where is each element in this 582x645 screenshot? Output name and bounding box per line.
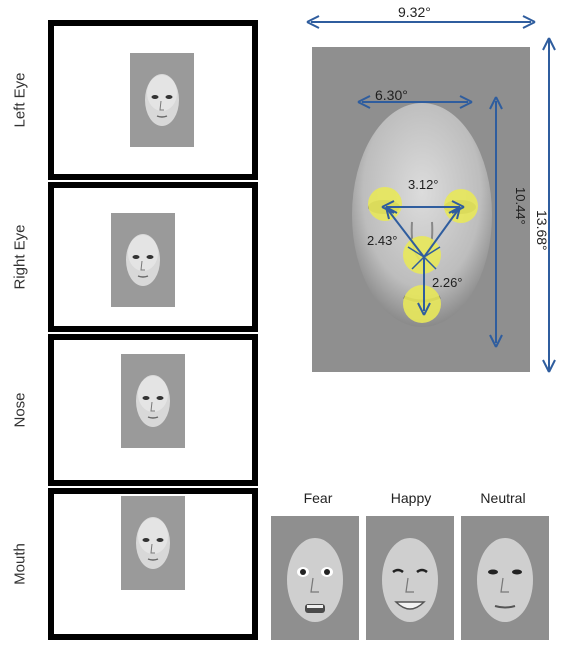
face-stimulus [111, 213, 175, 307]
expression-label-happy: Happy [366, 490, 456, 506]
eye-to-nose-label: 2.43° [367, 233, 398, 248]
expression-label-neutral: Neutral [458, 490, 548, 506]
stimulus-width-label: 9.32° [398, 4, 431, 20]
stimulus-height-arrow [540, 36, 558, 376]
roi-left-eye [368, 187, 402, 221]
expression-label-fear: Fear [273, 490, 363, 506]
face-stimulus [121, 354, 185, 448]
condition-label-mouth: Mouth [0, 488, 40, 640]
roi-mouth [403, 285, 441, 323]
nose-to-mouth-label: 2.26° [432, 275, 463, 290]
face-stimulus [121, 496, 185, 590]
expression-face-fear [271, 516, 359, 640]
frame-nose [48, 334, 258, 486]
face-height-label: 10.44° [513, 187, 528, 225]
face-width-label: 6.30° [375, 87, 408, 103]
expression-face-happy [366, 516, 454, 640]
frame-right-eye [48, 182, 258, 332]
face-illustration [312, 47, 530, 372]
eye-to-eye-label: 3.12° [408, 177, 439, 192]
frame-left-eye [48, 20, 258, 180]
face-stimulus-main: 6.30° 10.44° 3.12° 2.43° 2.26° [312, 47, 530, 372]
expression-face-neutral [461, 516, 549, 640]
frame-mouth [48, 488, 258, 640]
face-stimulus [130, 53, 194, 147]
stimulus-height-label: 13.68° [534, 210, 550, 251]
condition-label-left-eye: Left Eye [0, 20, 40, 180]
condition-label-nose: Nose [0, 334, 40, 486]
condition-label-right-eye: Right Eye [0, 182, 40, 332]
